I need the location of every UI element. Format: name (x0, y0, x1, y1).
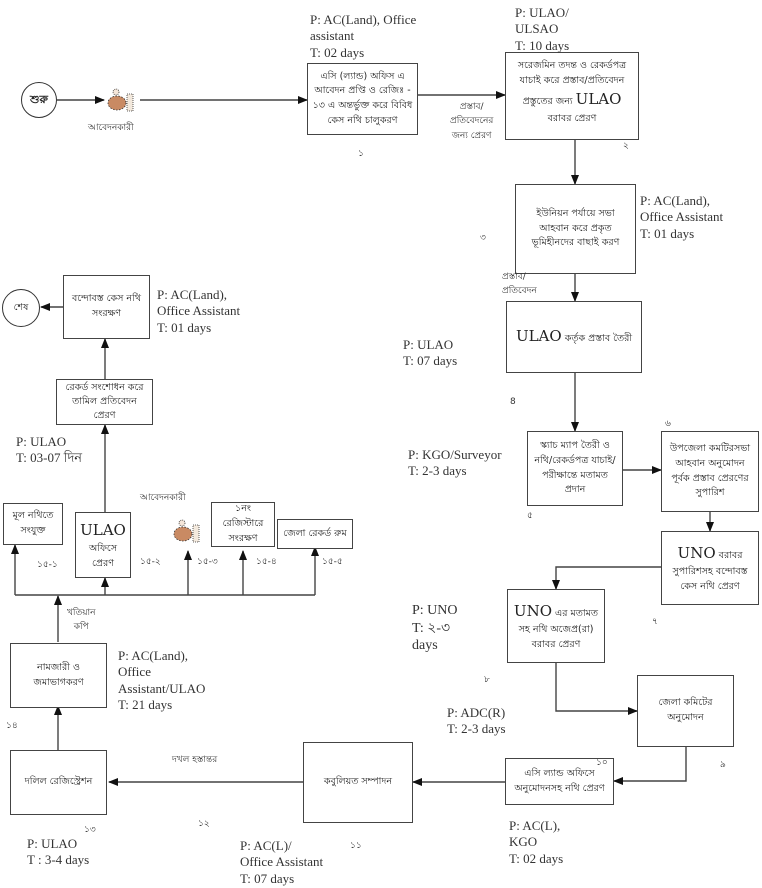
step-9-number: ৯ (720, 760, 726, 770)
step-1-responsibility: P: AC(Land), Office assistant T: 02 days (310, 12, 417, 60)
step-15-4-text: ১নং রেজিস্টারে সংরক্ষণ (222, 503, 264, 544)
step-15-2-text: ULAO অফিসে প্রেরণ (80, 520, 126, 569)
step-9-box: জেলা কমিটের অনুমোদন (637, 675, 734, 747)
step-5-number: ৫ (527, 511, 533, 521)
step-15-5-box: জেলা রেকর্ড রুম (277, 519, 353, 549)
end-node: শেষ (2, 289, 40, 327)
step-9-text: জেলা কমিটের অনুমোদন (658, 697, 713, 723)
edge-step8-step9 (555, 663, 638, 715)
step-16-box: রেকর্ড সংশোধন করে তামিল প্রতিবেদন প্রেরণ (56, 379, 153, 425)
step-3-box: ইউনিয়ন পর্যায়ে সভা আহবান করে প্রকৃত ভূ… (515, 184, 636, 274)
step-6-box: উপজেলা কমটিরসভা আহবান অনুমোদন পূর্বক প্র… (661, 431, 759, 512)
step-2-responsibility: P: ULAO/ ULSAO T: 10 days (515, 5, 570, 53)
step-13-text: দলিল রেজিস্ট্রেশন (24, 776, 93, 788)
step-3-number: ৩ (480, 233, 486, 243)
step-1-box: এসি (ল্যান্ড) অফিস এ আবেদন প্রপ্তি ও রেজ… (307, 63, 418, 135)
edge-step7-step8 (552, 566, 661, 590)
step-8-number: ৮ (484, 675, 490, 685)
step-6-number: ৬ (665, 419, 671, 429)
edge-label-1-2: প্রস্তাব/ প্রতিবেদনের জন্য প্রেরণ (450, 102, 494, 141)
step-8-text: UNO এর মতামত সহ নথি অজেপ্র(রা) বরাবর প্র… (513, 601, 599, 650)
edge-label-12-13: দখল হস্তান্তর (172, 755, 218, 765)
applicant-label-2: আবেদনকারী (140, 493, 186, 503)
step-7-number: ৭ (652, 617, 658, 627)
step-4-box: ULAO কর্তৃক প্রস্তাব তৈরী (506, 301, 642, 373)
step-12-number: ১২ (198, 819, 210, 829)
step-15-2-number: ১৫-২ (140, 557, 161, 567)
step-6-text: উপজেলা কমটিরসভা আহবান অনুমোদন পূর্বক প্র… (669, 443, 751, 499)
step-13-box: দলিল রেজিস্ট্রেশন (10, 750, 107, 815)
step-4-number: 8 (510, 397, 516, 407)
step-14-number: ১৪ (6, 721, 18, 731)
step-15-4-number: ১৫-৪ (256, 557, 277, 567)
step-17-text: বন্দোবস্ত কেস নথি সংরক্ষণ (72, 293, 141, 319)
step-11-number: ১১ (350, 841, 362, 851)
step-10-box: এসি ল্যান্ড অফিসে অনুমোদনসহ নথি প্রেরণ (505, 758, 614, 805)
step-15-3-number: ১৫-৩ (197, 557, 218, 567)
step-14-text: নামজারী ও জমাভাগকরণ (33, 661, 84, 688)
step-16-text: রেকর্ড সংশোধন করে তামিল প্রতিবেদন প্রেরণ (65, 382, 144, 421)
step-8-box: UNO এর মতামত সহ নথি অজেপ্র(রা) বরাবর প্র… (507, 589, 605, 663)
step-5-responsibility: P: KGO/Surveyor T: 2-3 days (408, 447, 502, 479)
step-1-number: ১ (358, 149, 364, 159)
step-15-1-text: মূল নথিতে সংযুক্ত (12, 510, 54, 536)
edge-step9-step10 (613, 747, 687, 785)
applicant-icon-2 (173, 519, 200, 543)
step-10-text: এসি ল্যান্ড অফিসে অনুমোদনসহ নথি প্রেরণ (514, 767, 605, 794)
step-15-1-number: ১৫-১ (37, 560, 58, 570)
step-15-1-box: মূল নথিতে সংযুক্ত (3, 503, 63, 545)
step-15-5-number: ১৫-৫ (322, 557, 343, 567)
step-7-box: UNO বরাবর সুপারিশসহ বন্দোবস্ত কেস নথি প্… (661, 531, 759, 605)
step-11-responsibility: P: AC(L)/ Office Assistant T: 07 days (240, 838, 324, 886)
step-2-number: ২ (623, 141, 629, 151)
step-5-text: স্ক্যাচ ম্যাপ তৈরী ও নথি/রেকর্ডপত্র যাচা… (534, 440, 616, 496)
step-13-number: ১৩ (84, 825, 96, 835)
step-14-responsibility: P: AC(Land), Office Assistant/ULAO T: 21… (118, 648, 206, 712)
step-1-text: এসি (ল্যান্ড) অফিস এ আবেদন প্রপ্তি ও রেজ… (312, 70, 413, 126)
step-10-responsibility: P: AC(L), KGO T: 02 days (509, 818, 564, 866)
step-2-text: সরেজমিন তদন্ত ও রেকর্ডপত্র যাচাই করে প্র… (517, 60, 627, 124)
edge-label-14-15: খতিয়ান কপি (67, 608, 96, 633)
step-10-number: ১০ (596, 758, 608, 768)
step-13-responsibility: P: ULAO T : 3-4 days (27, 836, 90, 868)
step-14-box: নামজারী ও জমাভাগকরণ (10, 643, 107, 708)
step-11-box: কবুলিয়ত সম্পাদন (303, 742, 413, 823)
applicant-icon (107, 88, 134, 112)
step-9-responsibility: P: ADC(R) T: 2-3 days (447, 705, 506, 737)
step-15-5-text: জেলা রেকর্ড রুম (283, 527, 347, 539)
step-5-box: স্ক্যাচ ম্যাপ তৈরী ও নথি/রেকর্ডপত্র যাচা… (527, 431, 623, 506)
step-15-2-box: ULAO অফিসে প্রেরণ (75, 512, 131, 578)
step-16-responsibility: P: ULAO T: 03-07 দিন (16, 434, 83, 466)
step-4-text: ULAO কর্তৃক প্রস্তাব তৈরী (515, 327, 633, 346)
step-8-responsibility: P: UNO T: ২-৩ days (412, 603, 458, 653)
start-node: শুরু (21, 82, 57, 118)
edge-label-3-4: প্রস্তাব/ প্রতিবেদন (502, 272, 537, 297)
step-7-text: UNO বরাবর সুপারিশসহ বন্দোবস্ত কেস নথি প্… (672, 543, 748, 592)
step-3-responsibility: P: AC(Land), Office Assistant T: 01 days (640, 193, 724, 241)
step-11-text: কবুলিয়ত সম্পাদন (323, 776, 393, 788)
step-17-box: বন্দোবস্ত কেস নথি সংরক্ষণ (63, 275, 150, 339)
step-15-4-box: ১নং রেজিস্টারে সংরক্ষণ (211, 502, 275, 547)
step-3-text: ইউনিয়ন পর্যায়ে সভা আহবান করে প্রকৃত ভূ… (531, 207, 620, 249)
step-17-responsibility: P: AC(Land), Office Assistant T: 01 days (157, 287, 241, 335)
step-2-box: সরেজমিন তদন্ত ও রেকর্ডপত্র যাচাই করে প্র… (505, 52, 639, 140)
applicant-label: আবেদনকারী (88, 123, 134, 133)
step-4-responsibility: P: ULAO T: 07 days (403, 337, 458, 369)
